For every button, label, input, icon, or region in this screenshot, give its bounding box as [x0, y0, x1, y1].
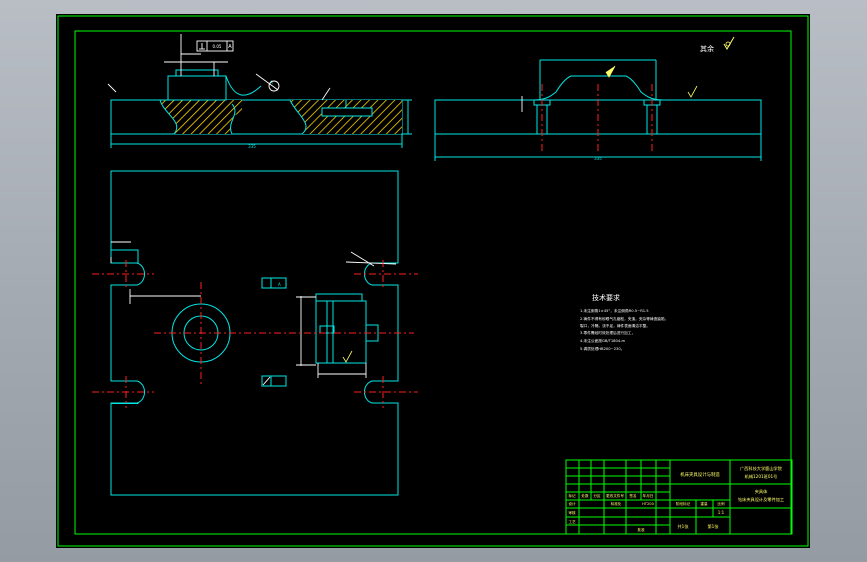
part-name: 夹具体 — [755, 488, 768, 495]
row-label-count: 处数 — [581, 493, 589, 498]
standardize: 标准化 — [611, 501, 622, 506]
tech-note-2: 2.铸件不得有砂眼气孔缩松，夹渣，夹杂等铸造缺陷， — [580, 316, 668, 321]
svg-text:A: A — [270, 80, 273, 85]
outer-frame — [57, 15, 809, 547]
tech-note-5: 4.未注公差按GB/T1804-m — [580, 338, 626, 343]
role-process: 工艺 — [568, 519, 576, 524]
datum-feature-frame: 0.05 A — [196, 40, 234, 52]
tech-note-3: 裂口，冷隔，浇不足，铸件表面清洁平整。 — [580, 323, 650, 328]
engineering-drawing: 335 A 0.05 A — [57, 15, 809, 547]
plan-view: A — [92, 170, 418, 496]
svg-text:0.05: 0.05 — [213, 44, 222, 49]
roughness-remark: 其余 — [700, 44, 714, 53]
tech-note-1: 1.未注倒角1×45°，未注倒角R0.5~R1.5 — [580, 308, 649, 313]
weight-label: 重量 — [700, 501, 708, 506]
row-label-date: 年月日 — [643, 493, 654, 498]
roughness-symbol: 其余 — [700, 36, 735, 53]
stage-label: 阶段标记 — [676, 501, 691, 506]
side-view: 335 — [434, 59, 762, 161]
tech-title: 技术要求 — [592, 293, 620, 302]
role-design: 设计 — [568, 501, 576, 506]
scale-label: 比例 — [717, 501, 725, 506]
front-section-view: 335 A — [107, 34, 412, 149]
row-label-sign: 签名 — [629, 493, 637, 498]
tech-note-4: 3.零件需经时效处理后进行加工， — [580, 330, 635, 335]
scale-value: 1:1 — [718, 510, 725, 515]
svg-text:335: 335 — [248, 144, 256, 149]
title-block: 机床夹具设计与制造 广西科技大学鹿山学院 机械1201班01号 夹具体 钻床夹具… — [565, 459, 793, 535]
school-name: 广西科技大学鹿山学院 — [740, 465, 783, 472]
tech-note-6: 5.调质处理HB200~230。 — [580, 346, 624, 351]
sheet-number: 第1张 — [707, 523, 719, 530]
technical-requirements: 技术要求 1.未注倒角1×45°，未注倒角R0.5~R1.5 2.铸件不得有砂眼… — [580, 293, 668, 351]
svg-text:A: A — [278, 282, 281, 287]
class-name: 机械1201班01号 — [745, 473, 778, 480]
datum-label: A — [228, 44, 232, 50]
sheets-total: 共1张 — [677, 523, 689, 530]
cad-viewport[interactable]: 335 A 0.05 A — [56, 14, 810, 548]
row-label-mark: 标记 — [568, 493, 576, 498]
row-label-change-no: 更改文件号 — [606, 493, 624, 498]
project-title: 机床夹具设计与制造 — [680, 471, 720, 478]
drawing-name: 钻床夹具设计及零件加工 — [738, 496, 784, 503]
inner-frame — [74, 30, 792, 535]
material: HT200 — [642, 502, 654, 506]
svg-text:335: 335 — [594, 156, 602, 161]
role-review: 审核 — [568, 510, 576, 515]
row-label-zone: 分区 — [593, 493, 601, 498]
role-approve: 批准 — [637, 527, 645, 532]
